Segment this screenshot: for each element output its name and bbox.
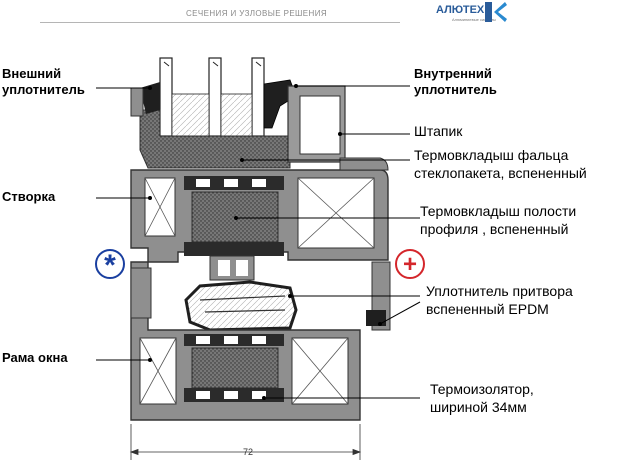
brand-name: АЛЮТЕХ — [436, 4, 485, 16]
frame-cavity-foam-insert — [191, 347, 279, 389]
cold-side-icon: * — [95, 249, 125, 282]
warm-side-icon: + — [395, 249, 425, 279]
label-center-gasket-line1: Уплотнитель притвора — [426, 283, 573, 299]
page-header-title: СЕЧЕНИЯ И УЗЛОВЫЕ РЕШЕНИЯ — [186, 9, 328, 18]
center-gasket — [184, 280, 298, 332]
cold-side-symbol: * — [104, 249, 116, 282]
sash-thermal-break — [184, 176, 284, 281]
header-rule — [40, 22, 400, 23]
label-center-gasket-line2: вспененный EPDM — [426, 301, 549, 317]
label-center-gasket: Уплотнитель притвора вспененный EPDM — [426, 282, 573, 318]
label-window-frame: Рама окна — [2, 350, 68, 365]
width-dimension-line — [129, 424, 362, 460]
width-dimension-label: 72 — [243, 447, 254, 457]
label-inner-seal-line2: уплотнитель — [414, 82, 497, 97]
leader-lines — [96, 85, 421, 399]
label-thermal-break: Термоизолятор, шириной 34мм — [430, 380, 534, 416]
label-glazing-rebate-insert-line2: стеклопакета, вспененный — [414, 165, 587, 181]
brand-logo-icon — [485, 2, 507, 22]
glazing-bead — [287, 85, 346, 163]
warm-side-symbol: + — [403, 251, 417, 278]
label-profile-cavity-insert-line2: профиля , вспененный — [420, 221, 569, 237]
label-inner-seal-line1: Внутренний — [414, 66, 492, 81]
brand-tagline: Алюминиевые системы — [452, 17, 496, 22]
label-glazing-rebate-insert-line1: Термовкладыш фальца — [414, 147, 569, 163]
label-glazing-rebate-insert: Термовкладыш фальца стеклопакета, вспене… — [414, 146, 587, 182]
label-profile-cavity-insert: Термовкладыш полости профиля , вспененны… — [420, 202, 576, 238]
label-outer-seal: Внешний уплотнитель — [2, 66, 85, 98]
frame-thermal-break — [184, 334, 284, 402]
outer-seal — [130, 82, 160, 117]
label-outer-seal-line1: Внешний — [2, 66, 62, 81]
label-sash: Створка — [2, 189, 56, 204]
leader-dots — [148, 84, 382, 400]
label-profile-cavity-insert-line1: Термовкладыш полости — [420, 203, 577, 219]
label-thermal-break-line2: шириной 34мм — [430, 399, 527, 415]
label-inner-seal: Внутренний уплотнитель — [414, 66, 497, 98]
label-glazing-bead: Штапик — [414, 123, 463, 139]
label-thermal-break-line1: Термоизолятор, — [430, 381, 534, 397]
label-outer-seal-line2: уплотнитель — [2, 82, 85, 97]
glass-unit — [159, 57, 265, 137]
